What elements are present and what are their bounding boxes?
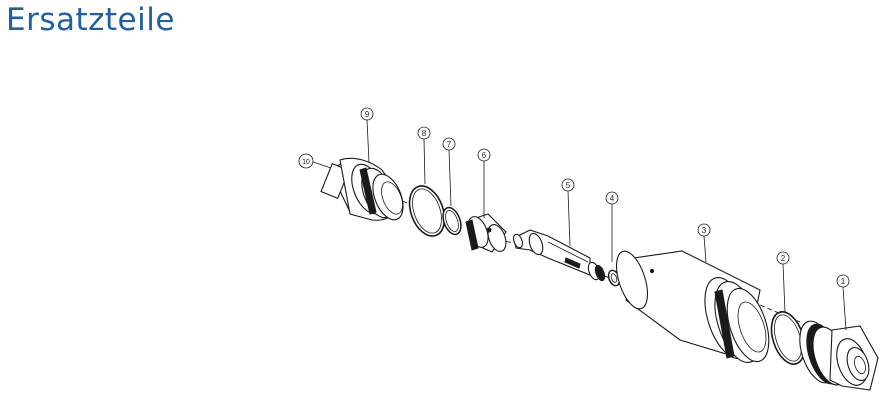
callout-5: 5 [561,178,575,192]
part-6-nut [465,213,507,253]
part-1-front-cap [799,320,879,391]
part-9-10-rear-housing [320,157,404,221]
page-title: Ersatzteile [6,2,175,38]
part-5-shaft [512,229,606,282]
callout-10: 10 [298,153,314,169]
callout-1: 1 [836,274,850,288]
part-8-o-ring [408,185,446,237]
callout-9-label: 9 [365,110,370,119]
callout-1-label: 1 [841,277,846,286]
callout-5-label: 5 [566,181,571,190]
callout-6: 6 [477,148,491,162]
callout-8-label: 8 [422,129,427,138]
callout-7-label: 7 [447,140,452,149]
callout-8: 8 [417,126,431,140]
part-3-cylinder-body [615,250,770,363]
callout-3: 3 [697,223,711,237]
callout-4: 4 [605,191,619,205]
callout-7: 7 [442,137,456,151]
leader-lines [312,119,847,331]
callout-2: 2 [776,251,790,265]
callout-9: 9 [360,107,374,121]
callout-10-label: 10 [302,159,310,166]
callout-2-label: 2 [781,254,786,263]
callout-6-label: 6 [482,151,487,160]
callout-4-label: 4 [610,194,615,203]
part-7-small-ring [442,206,462,236]
callout-3-label: 3 [702,226,707,235]
